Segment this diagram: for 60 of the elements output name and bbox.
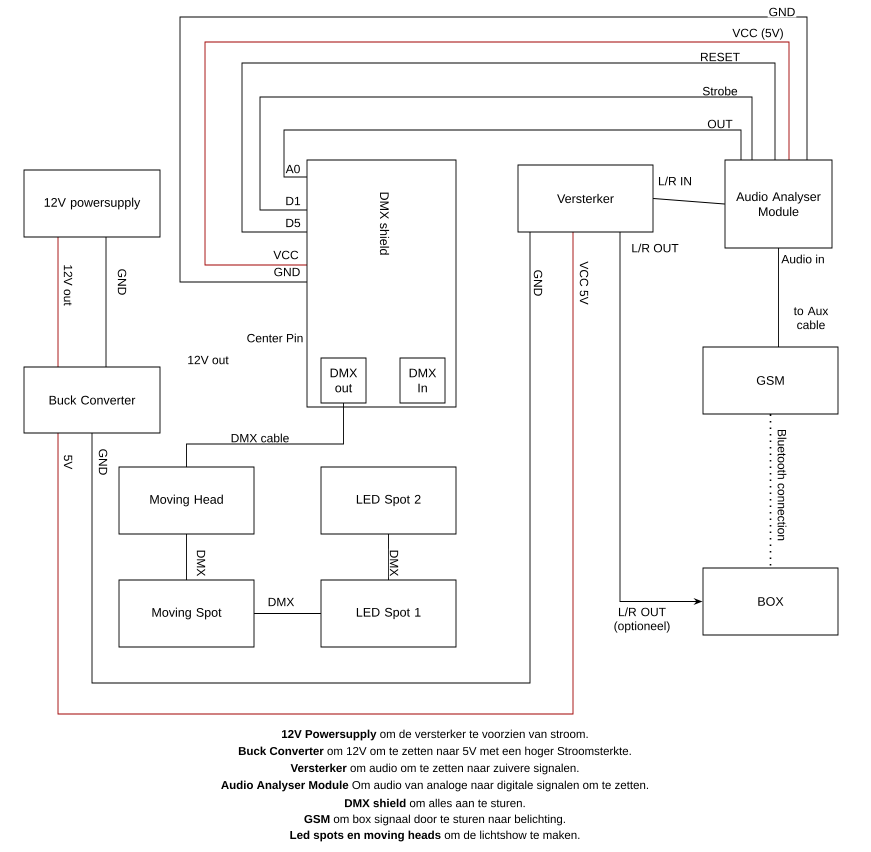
caption-line: DMX shield om alles aan te sturen. [345, 798, 525, 808]
wire [92, 232, 530, 684]
caption-line: GSM om box signaal door te sturen naar belichting. [304, 814, 565, 826]
component-box: LED Spot 2 [320, 466, 456, 534]
label: D1 [286, 196, 300, 206]
edge-label: 5V [62, 454, 74, 470]
label: GND [274, 268, 300, 276]
component-box: Buck Converter [24, 366, 160, 434]
label: GND [534, 270, 542, 296]
label: VCC [273, 250, 298, 260]
wire [242, 62, 776, 232]
caption-line: 12V Powersupply om de versterker te voorzien van stroom. [282, 730, 588, 740]
wire [58, 232, 574, 714]
edge-label: RESET [699, 52, 741, 62]
label: to Aux cable [794, 306, 828, 330]
caption-line: Audio Analyser Module Om audio van analoge naar digitale signalen om te zetten. [221, 780, 648, 792]
edge-label: DMX [196, 548, 206, 578]
edge-label: 12V out [62, 263, 74, 307]
wire [180, 16, 808, 282]
label: VCC 5V [580, 261, 588, 305]
edge-label: GND [768, 6, 796, 18]
label: A0 [286, 164, 300, 174]
component-box: GSM [702, 346, 838, 414]
port-box: DMX out [320, 358, 366, 404]
component-box: 12V powersupply [24, 170, 160, 238]
label: D5 [286, 218, 300, 228]
edge-label: L/R IN [657, 176, 693, 186]
wire [186, 534, 187, 580]
edge-label: Strobe [701, 86, 739, 96]
port-box: DMX In [400, 358, 446, 404]
edge-label: OUT [706, 118, 734, 130]
component-box: Audio Analyser Module [724, 160, 832, 248]
component-box: BOX [702, 568, 838, 636]
edge-label: DMX cable [230, 432, 290, 444]
caption-line: Versterker om audio om te zetten naar zuivere signalen. [290, 764, 578, 774]
component-box: LED Spot 1 [320, 580, 456, 648]
wire [186, 403, 344, 467]
edge-label: Bluetooth connection [776, 428, 788, 542]
edge-label: L/R OUT [630, 242, 680, 254]
edge-label: DMX [388, 548, 400, 578]
edge-label: DMX [266, 596, 296, 608]
caption-line: Led spots en moving heads om de lichtshow te maken. [290, 830, 580, 842]
wire [653, 198, 725, 204]
edge-label: VCC (5V) [731, 27, 785, 41]
edge-label: GND [116, 268, 128, 296]
component-box: Moving Spot [118, 580, 254, 648]
label: 12V out [188, 356, 229, 364]
wire [204, 42, 790, 266]
component-box: Moving Head [118, 466, 254, 534]
wire [254, 613, 321, 614]
caption-line: Buck Converter om 12V om te zetten naar 5V met een hoger Stroomsterkte. [238, 746, 631, 758]
wire [260, 96, 752, 210]
edge-label: GND [98, 448, 108, 476]
wire [284, 130, 742, 178]
edge-label: Audio in [780, 254, 826, 264]
label: L/R OUT (optioneel) [614, 607, 670, 633]
component-box: Versterker [518, 164, 654, 232]
label: Center Pin [247, 334, 303, 342]
wire [778, 248, 779, 347]
wire [388, 534, 389, 580]
